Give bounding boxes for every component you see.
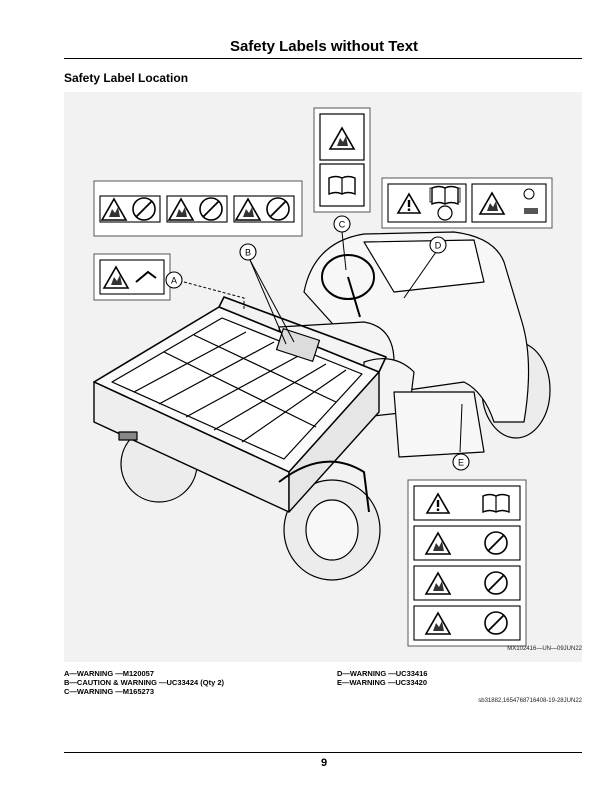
footer-divider	[64, 752, 582, 753]
label-b-panel	[93, 180, 303, 237]
page-number: 9	[320, 757, 328, 769]
legend-right: D—WARNING —UC33416 E—WARNING —UC33420	[337, 669, 427, 687]
document-reference: sb31882,1654768716408-19-28JUN22	[478, 698, 582, 704]
leader-lines	[183, 231, 463, 453]
page-title: Safety Labels without Text	[229, 38, 419, 55]
svg-text:A: A	[171, 276, 177, 286]
label-d-panel	[381, 177, 553, 229]
callout-e: E	[452, 453, 470, 471]
label-c-panel	[313, 107, 371, 213]
svg-text:E: E	[458, 458, 464, 468]
figure-reference: MX102416—UN—09JUN22	[507, 646, 582, 652]
callout-d: D	[429, 236, 447, 254]
legend-item-c: C—WARNING —M165273	[64, 687, 155, 696]
legend-left: A—WARNING —M120057 B—CAUTION & WARNING —…	[64, 669, 224, 696]
svg-text:D: D	[435, 241, 442, 251]
legend-item-d: D—WARNING —UC33416	[337, 669, 428, 678]
svg-text:B: B	[245, 248, 251, 258]
callout-c: C	[333, 215, 351, 233]
callout-b: B	[239, 243, 257, 261]
label-e-panel	[407, 479, 527, 647]
title-divider	[64, 58, 582, 59]
legend-item-b: B—CAUTION & WARNING —UC33424 (Qty 2)	[64, 678, 225, 687]
legend-item-a: A—WARNING —M120057	[64, 669, 155, 678]
vehicle-illustration: A B C D E	[64, 92, 582, 662]
vehicle-drawing	[93, 231, 551, 581]
callout-a: A	[165, 271, 183, 289]
section-heading: Safety Label Location	[64, 71, 189, 85]
label-a-panel	[93, 253, 171, 301]
svg-text:C: C	[339, 220, 346, 230]
legend-item-e: E—WARNING —UC33420	[337, 678, 428, 687]
